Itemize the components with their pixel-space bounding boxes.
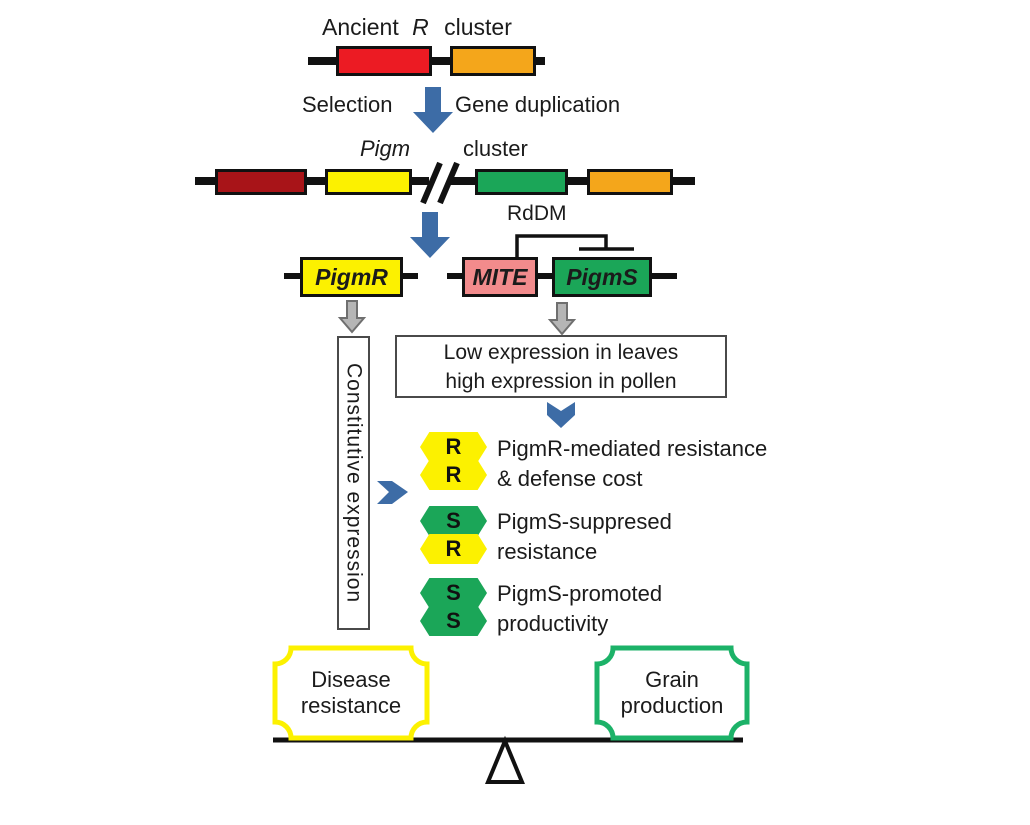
mite-pigms-connector-line <box>537 273 553 279</box>
mite-label: MITE <box>472 263 528 290</box>
disease-line1: Disease <box>311 667 391 692</box>
badge-letter: S <box>446 508 461 533</box>
pigmr-line-left <box>284 273 301 279</box>
constitutive-expression-label: Constitutive expression <box>342 362 366 604</box>
grain-line1: Grain <box>645 667 699 692</box>
mite-element-box: MITE <box>462 257 538 297</box>
badge-letter: R <box>445 462 462 487</box>
pigms-label: PigmS <box>566 263 638 290</box>
mite-line-left <box>447 273 463 279</box>
badge-letter: S <box>446 608 461 633</box>
pigm-gene-green <box>475 169 568 195</box>
derivation-arrow-icon <box>410 212 450 258</box>
ancient-cluster-title: Ancient R cluster <box>322 14 512 40</box>
ancient-gene-orange <box>450 46 536 76</box>
expression-pattern-box: Low expression in leaves high expression… <box>395 335 727 398</box>
badge-hexagon-s2: S <box>420 578 487 608</box>
badge-letter: R <box>445 434 462 459</box>
ancient-title-post: cluster <box>444 14 512 40</box>
ancient-title-pre: Ancient <box>322 14 399 40</box>
badge-letter: R <box>445 536 462 561</box>
disease-resistance-label: Disease resistance <box>275 650 427 736</box>
ancient-gene-red <box>336 46 432 76</box>
rddm-label: RdDM <box>507 202 567 225</box>
gene-duplication-label: Gene duplication <box>455 92 621 117</box>
disease-line2: resistance <box>300 693 402 718</box>
badge-letter: S <box>446 580 461 605</box>
constitutive-expression-box: Constitutive expression <box>337 336 370 630</box>
pigm-title-post: cluster <box>463 136 528 161</box>
pigmr-line-right <box>402 273 418 279</box>
badge-hexagon-s1: S <box>420 506 487 536</box>
constitutive-chevron-icon <box>377 481 408 504</box>
duplication-arrow-icon <box>413 87 453 133</box>
pigmr-gene-box: PigmR <box>300 257 403 297</box>
badge-hexagon-r2: R <box>420 460 487 490</box>
expression-line1: Low expression in leaves <box>443 340 679 364</box>
expression-line2: high expression in pollen <box>445 369 677 393</box>
selection-label: Selection <box>302 92 393 117</box>
pigm-gene-orange <box>587 169 673 195</box>
outcome2-line2: resistance <box>497 539 598 564</box>
outcome3-line1: PigmS-promoted <box>497 581 663 606</box>
pigm-gene-darkred <box>215 169 307 195</box>
grain-line2: production <box>620 693 724 718</box>
pigmr-gene-label: PigmR <box>315 263 388 290</box>
pigm-title-gene: Pigm <box>360 136 411 161</box>
balance-fulcrum-icon <box>485 735 525 784</box>
pigms-expression-arrow-icon <box>547 302 577 336</box>
rddm-repression-icon <box>515 234 608 259</box>
badge-hexagon-s3: S <box>420 606 487 636</box>
pigmr-expression-arrow-icon <box>337 300 367 334</box>
pigms-gene-box: PigmS <box>552 257 652 297</box>
pollen-expression-chevron-icon <box>547 402 575 428</box>
badge-hexagon-r1: R <box>420 432 487 462</box>
outcome2-line1: PigmS-suppresed <box>497 509 672 534</box>
pigm-gene-yellow <box>325 169 412 195</box>
pigms-line-right <box>651 273 677 279</box>
grain-production-label: Grain production <box>597 650 747 736</box>
outcome1-line2: & defense cost <box>497 466 643 491</box>
outcome3-line2: productivity <box>497 611 609 636</box>
badge-hexagon-r3: R <box>420 534 487 564</box>
outcome1-line1: PigmR-mediated resistance <box>497 436 768 461</box>
ancient-title-gene: R <box>412 14 429 40</box>
